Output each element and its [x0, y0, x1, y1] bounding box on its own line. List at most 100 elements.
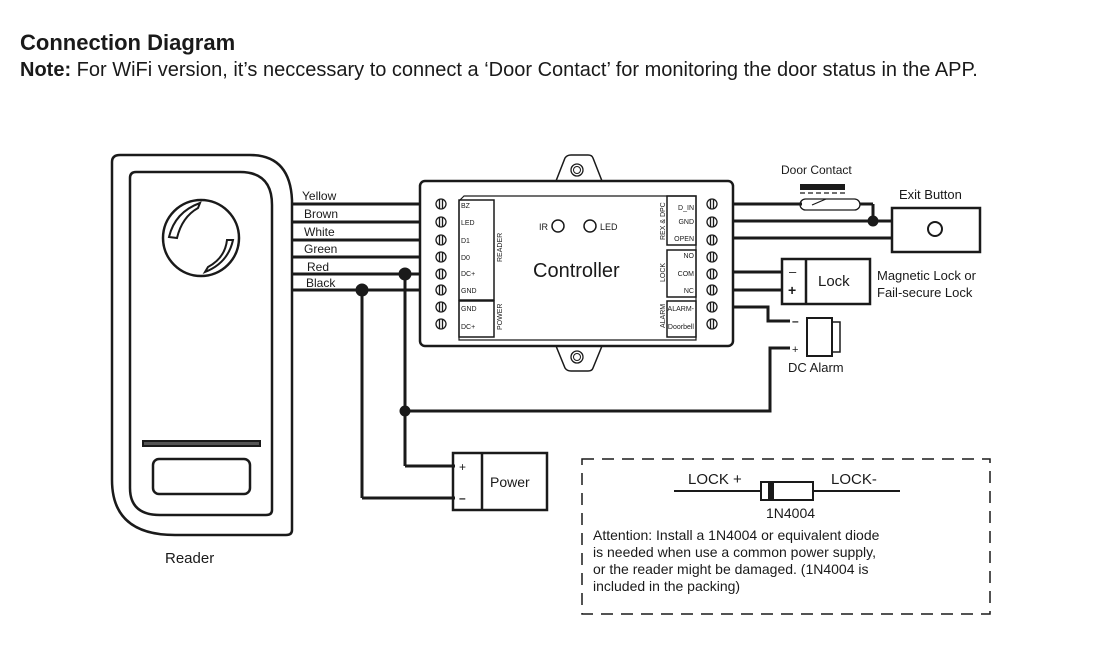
terminal-com: COM: [678, 271, 695, 278]
lock-device: [780, 257, 872, 306]
door-contact-reed: [799, 198, 861, 211]
power-plus-sign: +: [459, 460, 466, 474]
wire-label-green: Green: [304, 242, 337, 256]
lock-plus-sign: +: [788, 282, 796, 298]
group-lock: LOCK: [660, 263, 667, 282]
note-body: For WiFi version, it’s neccessary to con…: [71, 59, 978, 81]
terminal-dc-plus: DC+: [461, 271, 475, 278]
controller-body: [418, 179, 735, 348]
terminal-d-in: D_IN: [678, 205, 694, 212]
terminal-doorbell: Doorbell: [668, 324, 695, 331]
terminal-gnd: GND: [461, 288, 477, 295]
terminal-power-dc-plus: DC+: [461, 324, 475, 331]
right-screw-terminal-icon: [706, 216, 718, 228]
left-screw-terminal-icon: [435, 251, 447, 263]
right-wiring: [733, 202, 892, 323]
reader-sensor-circle: [161, 198, 241, 278]
diode-label: 1N4004: [766, 505, 815, 521]
right-screw-terminal-icon: [706, 284, 718, 296]
terminal-rex-gnd: GND: [678, 219, 694, 226]
reader-wire-labels: Yellow Brown White Green Red Black: [302, 189, 338, 290]
left-screw-terminal-icon: [435, 284, 447, 296]
group-power: POWER: [497, 304, 504, 330]
right-screw-terminal-icon: [706, 251, 718, 263]
diode-symbol: [674, 481, 900, 501]
diode-body: [760, 481, 814, 501]
reader-inner-body: [128, 170, 274, 517]
left-screw-terminal-icon: [435, 198, 447, 210]
terminal-power-gnd: GND: [461, 306, 477, 313]
group-rex-dpc: REX & DPC: [660, 202, 667, 240]
terminal-d1: D1: [461, 238, 470, 245]
reader-outer-body: [110, 153, 294, 537]
alarm-body: [806, 317, 833, 357]
wire-label-black: Black: [306, 276, 336, 290]
wire-label-white: White: [304, 225, 335, 239]
power-minus-sign: –: [459, 491, 466, 505]
mount-tab-top: [555, 154, 603, 182]
exit-button-box: [890, 206, 982, 254]
terminal-led: LED: [461, 220, 475, 227]
lock-plus-label: LOCK +: [688, 471, 742, 488]
ir-label: IR: [539, 222, 549, 232]
reader-device: [110, 153, 294, 537]
ir-indicator-icon: [551, 219, 565, 233]
lock-description-1: Magnetic Lock or: [877, 268, 977, 283]
terminal-no: NO: [684, 253, 695, 260]
lock-terminal-block: [666, 249, 697, 298]
screw-terminals: [435, 198, 718, 330]
left-screw-terminal-icon: [435, 216, 447, 228]
attention-line-4: included in the packing): [593, 578, 740, 594]
wire-label-red: Red: [307, 260, 329, 274]
alarm-front: [831, 321, 841, 353]
right-screw-terminal-icon: [706, 318, 718, 330]
attention-box: [581, 458, 991, 615]
terminal-nc: NC: [684, 288, 694, 295]
attention-line-3: or the reader might be damaged. (1N4004 …: [593, 561, 869, 577]
right-screw-terminal-icon: [706, 268, 718, 280]
dc-alarm-device: [806, 317, 841, 357]
wire-label-yellow: Yellow: [302, 189, 337, 203]
lock-minus-sign: –: [789, 264, 797, 279]
attention-line-1: Attention: Install a 1N4004 or equivalen…: [593, 527, 880, 543]
controller-device: [418, 154, 735, 372]
reader-sensor-arc-2: [202, 239, 235, 275]
reader-terminal-block: [458, 199, 495, 301]
page-title: Connection Diagram: [20, 30, 236, 55]
lock-description-2: Fail-secure Lock: [877, 285, 973, 300]
reader-card-window: [151, 457, 252, 496]
junction-red: [398, 267, 412, 281]
alarm-plus-sign: +: [792, 344, 798, 356]
power-supply-device: [451, 451, 549, 512]
power-label: Power: [490, 474, 530, 490]
right-screw-terminal-icon: [706, 198, 718, 210]
terminal-open: OPEN: [674, 236, 694, 243]
note-label: Note:: [20, 59, 72, 81]
lock-label: Lock: [818, 273, 850, 290]
left-screw-terminal-icon: [435, 234, 447, 246]
terminal-d0: D0: [461, 255, 470, 262]
power-box: [451, 451, 549, 512]
reader-sensor-arc-1: [167, 201, 202, 240]
terminal-alarm-minus: ALARM-: [668, 306, 695, 313]
exit-button-label: Exit Button: [899, 187, 962, 202]
controller-label: Controller: [533, 260, 620, 282]
attention-line-2: is needed when use a common power supply…: [593, 544, 876, 560]
power-terminal-block: [458, 300, 495, 338]
led-indicator-icon: [583, 219, 597, 233]
right-screw-terminal-icon: [706, 301, 718, 313]
group-reader: READER: [497, 233, 504, 262]
diode-band: [768, 482, 774, 500]
rex-terminal-block: [666, 195, 697, 246]
right-screw-terminal-icon: [706, 234, 718, 246]
lock-box: [780, 257, 872, 306]
reader-slot: [142, 440, 261, 447]
door-contact-device: [799, 184, 861, 211]
exit-button-circle-icon: [927, 221, 943, 237]
terminal-bz: BZ: [461, 203, 471, 210]
alarm-terminal-block: [666, 300, 697, 338]
mount-tab-bottom: [555, 345, 603, 372]
alarm-minus-sign: –: [792, 314, 799, 328]
alarm-label: DC Alarm: [788, 360, 844, 375]
